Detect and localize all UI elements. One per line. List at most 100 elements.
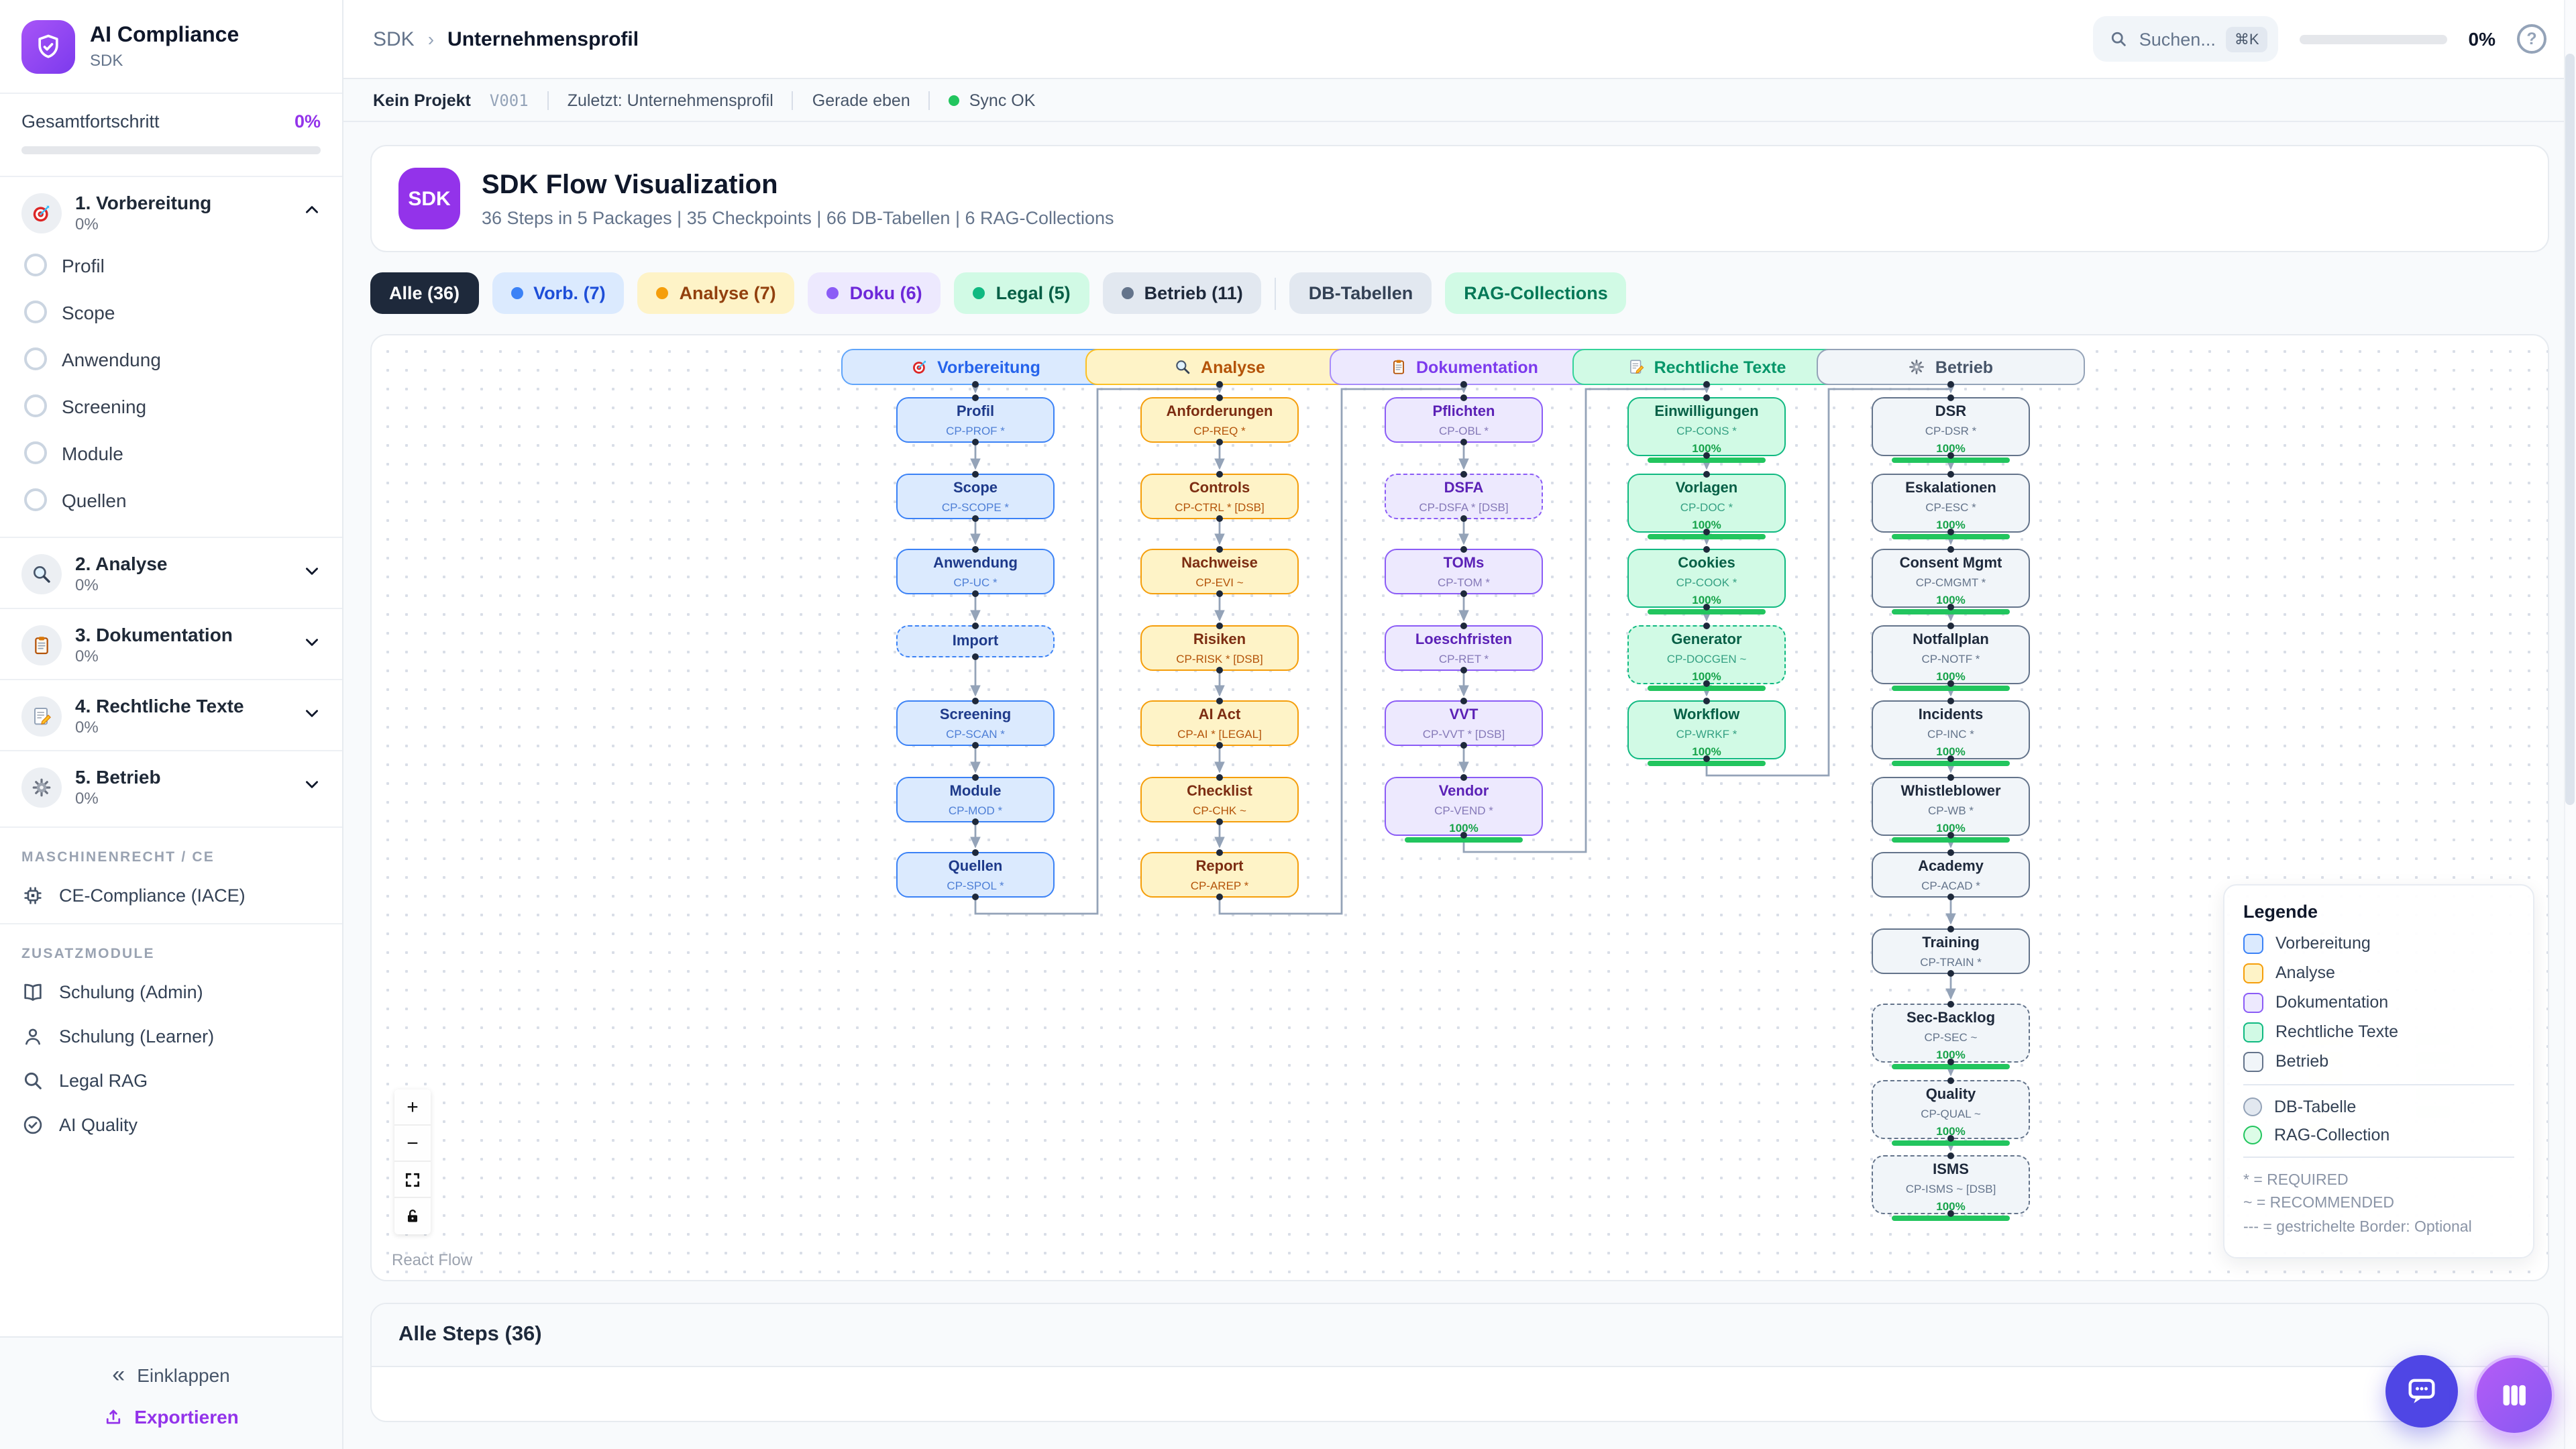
- step-item-anwendung[interactable]: Anwendung: [21, 335, 321, 382]
- export-button[interactable]: Exportieren: [0, 1395, 342, 1430]
- node-title: Screening: [939, 707, 1012, 723]
- filter-chip-doku-6-[interactable]: Doku (6): [808, 272, 941, 314]
- legend-swatch: [2243, 963, 2263, 983]
- step-item-quellen[interactable]: Quellen: [21, 476, 321, 523]
- columns-view-button[interactable]: [2474, 1355, 2555, 1436]
- flow-controls: + −: [394, 1089, 431, 1234]
- sidebar-item-ce-compliance-iace-[interactable]: CE-Compliance (IACE): [0, 873, 342, 918]
- node-progress-value: 100%: [1936, 592, 1966, 606]
- header-progress-value: 0%: [2468, 28, 2496, 50]
- filter-chip-analyse-7-[interactable]: Analyse (7): [637, 272, 795, 314]
- sidebar-item-schulung-learner-[interactable]: Schulung (Learner): [0, 1014, 342, 1059]
- filter-chip-vorb-7-[interactable]: Vorb. (7): [492, 272, 625, 314]
- chat-button[interactable]: [2385, 1355, 2458, 1428]
- sidebar-item-ai-quality[interactable]: AI Quality: [0, 1103, 342, 1147]
- legend-swatch: [2243, 1051, 2263, 1072]
- zoom-out-button[interactable]: −: [394, 1126, 431, 1162]
- help-button[interactable]: ?: [2517, 24, 2546, 54]
- flow-package-header-rechtliche-texte[interactable]: Rechtliche Texte: [1572, 349, 1841, 385]
- step-radio[interactable]: [24, 488, 47, 511]
- step-item-scope[interactable]: Scope: [21, 288, 321, 335]
- phase-label: 4. Rechtliche Texte: [75, 695, 244, 716]
- sidebar-item-legal-rag[interactable]: Legal RAG: [0, 1059, 342, 1103]
- node-title: Controls: [1189, 480, 1250, 496]
- node-code: CP-SPOL *: [947, 878, 1004, 892]
- step-radio[interactable]: [24, 394, 47, 417]
- step-radio[interactable]: [24, 254, 47, 276]
- step-radio[interactable]: [24, 347, 47, 370]
- chevron-down-icon: [303, 633, 321, 657]
- collapse-sidebar-button[interactable]: « Einklappen: [0, 1354, 342, 1395]
- lock-button[interactable]: [394, 1198, 431, 1234]
- flow-package-header-analyse[interactable]: Analyse: [1085, 349, 1354, 385]
- collapse-label: Einklappen: [137, 1364, 230, 1385]
- node-progress-bar: [1648, 760, 1766, 766]
- zoom-in-button[interactable]: +: [394, 1089, 431, 1126]
- flow-package-header-vorbereitung[interactable]: Vorbereitung: [841, 349, 1110, 385]
- page-scrollbar[interactable]: [2564, 0, 2576, 1449]
- step-item-profil[interactable]: Profil: [21, 241, 321, 288]
- filter-chip-legal-5-[interactable]: Legal (5): [954, 272, 1089, 314]
- flow-package-header-dokumentation[interactable]: Dokumentation: [1330, 349, 1598, 385]
- flow-package-header-betrieb[interactable]: Betrieb: [1817, 349, 2085, 385]
- step-item-module[interactable]: Module: [21, 429, 321, 476]
- step-radio[interactable]: [24, 441, 47, 464]
- package-label: Analyse: [1201, 358, 1265, 376]
- filter-chip-alle-36-[interactable]: Alle (36): [370, 272, 479, 314]
- flow-node-import[interactable]: Import: [896, 625, 1055, 657]
- legend-swatch: [2243, 992, 2263, 1013]
- step-item-screening[interactable]: Screening: [21, 382, 321, 429]
- export-label: Exportieren: [134, 1406, 239, 1428]
- filter-chip-rag-collections[interactable]: RAG-Collections: [1445, 272, 1627, 314]
- fit-view-button[interactable]: [394, 1162, 431, 1198]
- search-input[interactable]: Suchen... ⌘K: [2093, 16, 2278, 62]
- step-radio[interactable]: [24, 301, 47, 323]
- filter-chip-betrieb-11-[interactable]: Betrieb (11): [1102, 272, 1262, 314]
- chevron-down-icon: [303, 561, 321, 586]
- breadcrumb-root[interactable]: SDK: [373, 28, 415, 50]
- filter-chip-db-tabellen[interactable]: DB-Tabellen: [1289, 272, 1432, 314]
- sidebar-item-schulung-admin-[interactable]: Schulung (Admin): [0, 970, 342, 1014]
